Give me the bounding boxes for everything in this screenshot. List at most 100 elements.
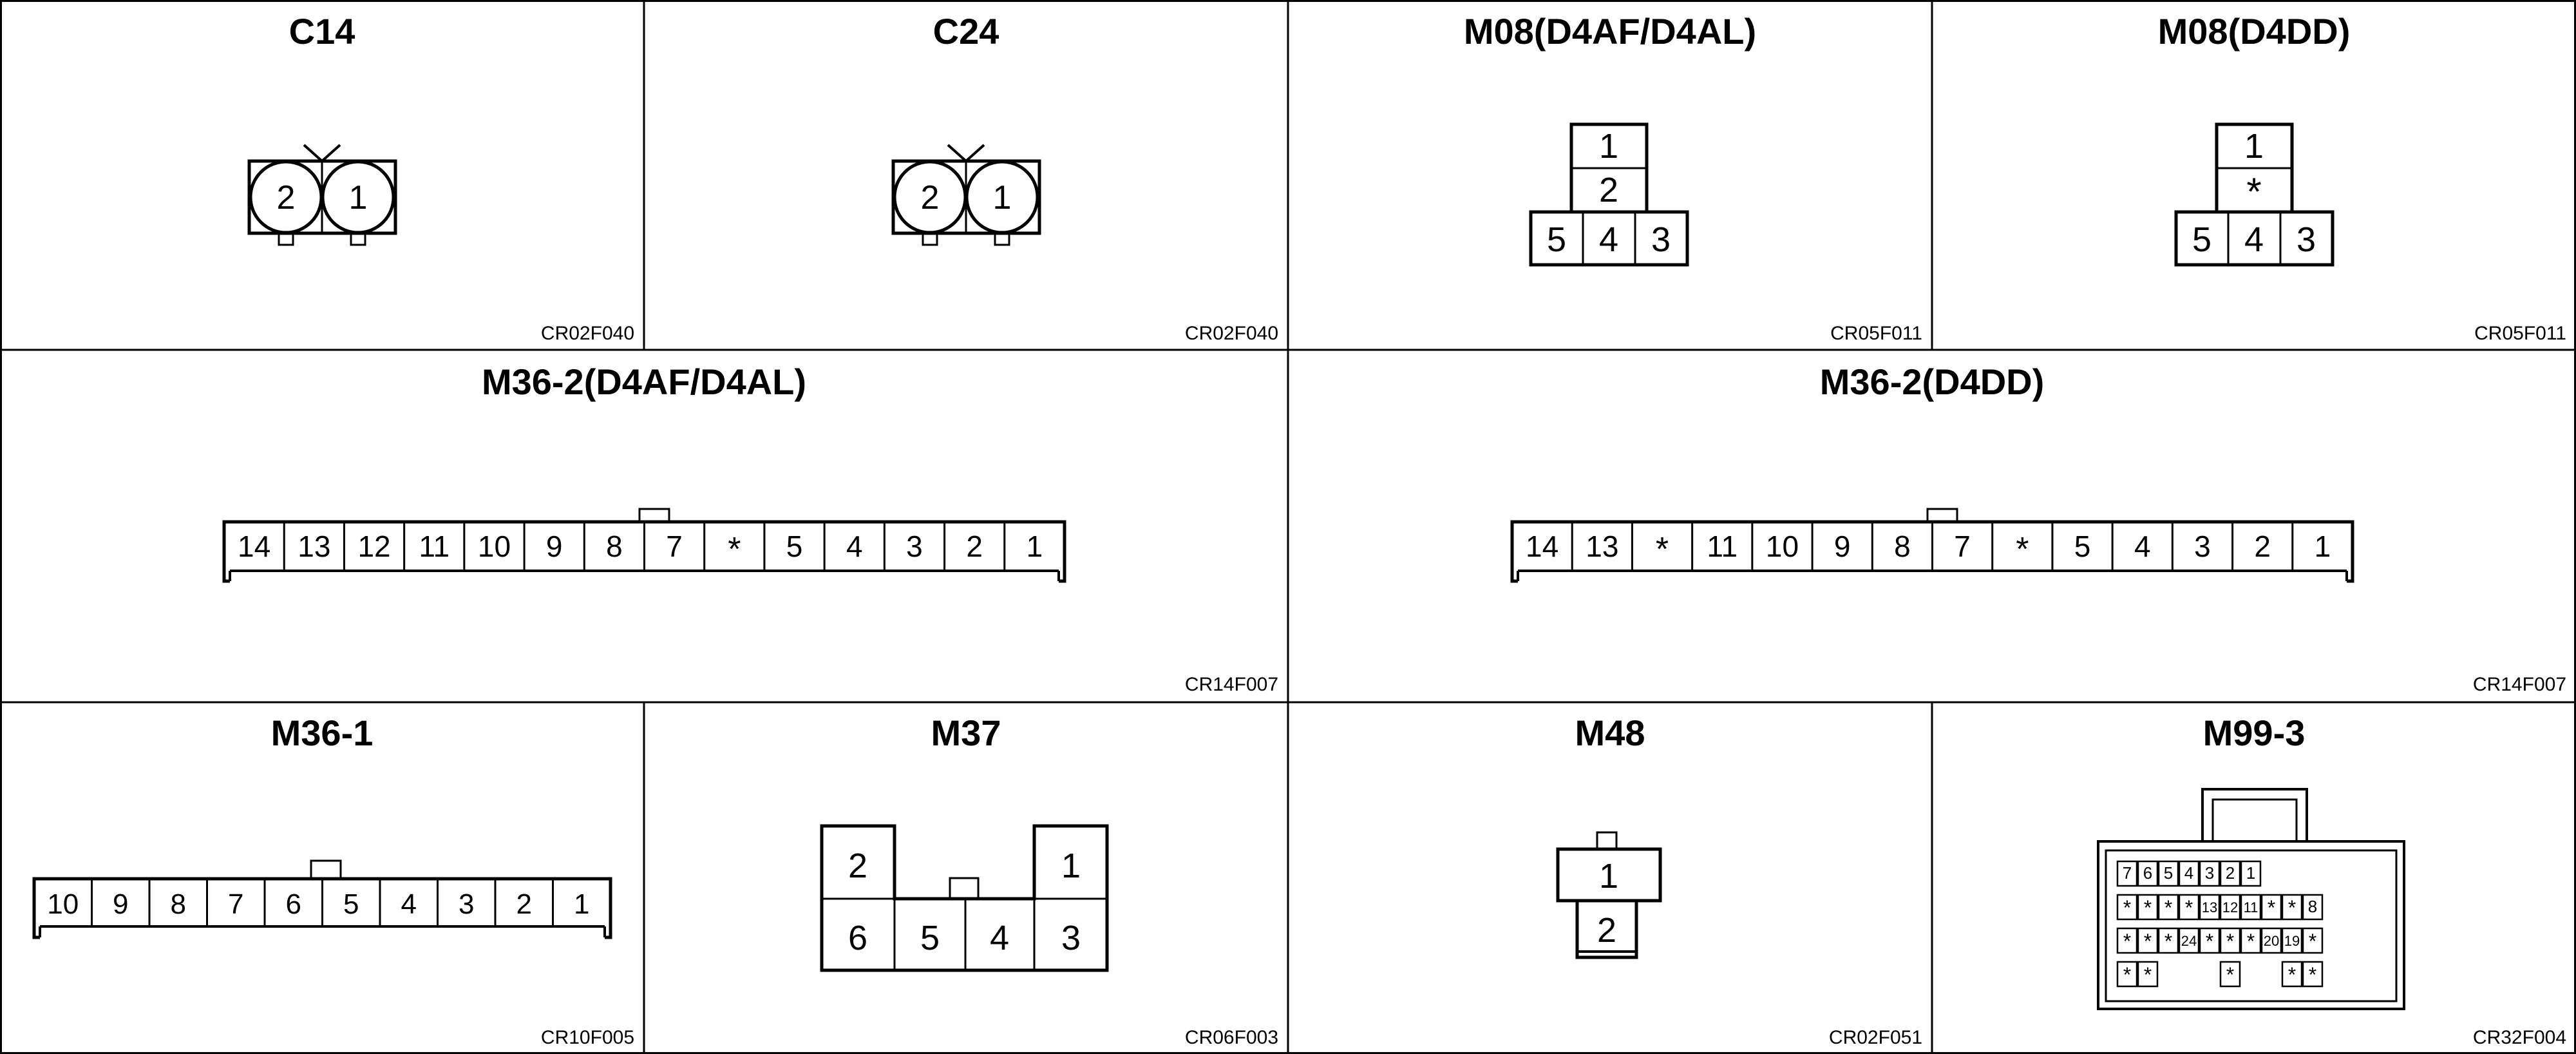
m99-3-pin: 3 [2205, 863, 2214, 883]
title-m36-2-d4dd: M36-2(D4DD) [1820, 361, 2045, 402]
pin-c24-right: 1 [993, 179, 1012, 216]
pin-m08-d4dd-b3: 3 [2297, 220, 2316, 259]
pin-m08-d4af-b3: 3 [1651, 220, 1671, 259]
m99-3-pin: 12 [2222, 899, 2238, 915]
m99-3-pin: 13 [2202, 899, 2217, 915]
title-m48: M48 [1575, 713, 1645, 753]
m36-2-d4af-pin: 11 [419, 530, 450, 563]
m36-1-pin: 4 [401, 888, 417, 920]
m99-3-pin: * [2123, 896, 2131, 919]
m36-2-d4dd-pin: * [2016, 531, 2029, 568]
title-c24: C24 [933, 11, 999, 52]
panel-labels: C14 CR02F040 C24 CR02F040 M08(D4AF/D4AL)… [271, 11, 2566, 1048]
pin-c14-right: 1 [349, 179, 368, 216]
m36-1-pin: 7 [228, 888, 243, 920]
m36-2-d4dd-pin: 7 [1954, 530, 1971, 563]
m36-2-d4dd-pin: 1 [2315, 530, 2331, 563]
m36-1-pin: 5 [343, 888, 359, 920]
m99-3-pin: * [2164, 930, 2172, 953]
m36-1-pin: 1 [574, 888, 589, 920]
pin-m08-d4af-b2: 4 [1599, 220, 1618, 259]
connector-c24: 2 1 [891, 144, 1041, 246]
m99-3-pin: 19 [2284, 933, 2300, 949]
connector-m08-d4dd: 1 * 5 4 3 [2174, 122, 2334, 267]
m36-2-d4af-pin: 10 [478, 530, 511, 563]
m36-2-d4dd-pin: 11 [1707, 530, 1738, 563]
pin-m37-b3: 4 [990, 919, 1009, 957]
pin-m37-top-left: 2 [848, 847, 867, 885]
title-m08-d4af: M08(D4AF/D4AL) [1464, 11, 1756, 52]
m36-2-d4dd-pin: * [1656, 531, 1669, 568]
m36-2-d4dd-pin: 10 [1766, 530, 1799, 563]
pin-m37-b4: 3 [1061, 919, 1081, 957]
m99-3-pin: * [2144, 963, 2152, 986]
m99-3-pin: 2 [2226, 863, 2235, 883]
connector-m37: 2 1 6 5 4 3 [820, 824, 1109, 972]
pin-m37-b1: 6 [848, 919, 867, 957]
m99-3-pin: 24 [2181, 933, 2197, 949]
m99-3-pin: * [2226, 963, 2234, 986]
title-m99-3: M99-3 [2203, 713, 2306, 753]
pin-m08-d4af-top: 1 [1599, 127, 1618, 166]
m36-2-d4dd-pin: 5 [2074, 530, 2091, 563]
title-m08-d4dd: M08(D4DD) [2158, 11, 2351, 52]
code-m08-d4dd: CR05F011 [2474, 323, 2566, 344]
m99-3-pin: * [2123, 963, 2131, 986]
pin-c14-left: 2 [277, 179, 296, 216]
title-m37: M37 [931, 713, 1001, 753]
title-c14: C14 [289, 11, 355, 52]
m36-2-d4af-pin: 3 [906, 530, 923, 563]
code-c14: CR02F040 [541, 323, 634, 344]
m99-3-pin: 11 [2244, 899, 2259, 915]
code-m08-d4af: CR05F011 [1830, 323, 1922, 344]
m99-3-pin: 4 [2184, 863, 2193, 883]
pin-m37-b2: 5 [920, 919, 940, 957]
m36-2-d4af-pin: 13 [298, 530, 330, 563]
m36-2-d4af-pin: 14 [238, 530, 270, 563]
m99-3-pin: * [2268, 896, 2275, 919]
m36-2-d4dd-pin: 9 [1834, 530, 1851, 563]
code-m36-2-d4dd: CR14F007 [2473, 674, 2566, 695]
connector-c14: 2 1 [247, 144, 397, 246]
code-m36-1: CR10F005 [541, 1027, 634, 1048]
m36-1-pin: 8 [171, 888, 186, 920]
m99-3-pin: * [2144, 896, 2152, 919]
m99-3-pin: * [2185, 896, 2193, 919]
m99-3-pin: 5 [2164, 863, 2173, 883]
pin-m08-d4af-mid: 2 [1599, 171, 1618, 209]
m36-2-d4af-pin: 9 [546, 530, 563, 563]
m99-3-pin: * [2226, 930, 2234, 953]
title-m36-2-d4af: M36-2(D4AF/D4AL) [482, 361, 806, 402]
m36-2-d4dd-pin: 3 [2194, 530, 2211, 563]
m36-2-d4dd-pin: 13 [1586, 530, 1618, 563]
m36-2-d4af-pin: 7 [666, 530, 683, 563]
code-c24: CR02F040 [1185, 323, 1278, 344]
pin-m08-d4dd-top: 1 [2244, 127, 2264, 166]
m36-1-pin: 10 [47, 888, 79, 920]
m99-3-pin: * [2309, 963, 2316, 986]
m99-3-pin: * [2288, 963, 2296, 986]
code-m99-3: CR32F004 [2473, 1027, 2566, 1048]
pin-m48-1: 1 [1599, 857, 1618, 896]
title-m36-1: M36-1 [271, 713, 374, 753]
m99-3-pin: * [2206, 930, 2213, 953]
m36-2-d4af-pin: 8 [606, 530, 623, 563]
m36-2-d4af-pin: 1 [1027, 530, 1043, 563]
m36-2-d4af-pin: 5 [786, 530, 803, 563]
m36-2-d4af-pin: 12 [357, 530, 390, 563]
code-m37: CR06F003 [1185, 1027, 1278, 1048]
m99-3-pin: * [2144, 930, 2152, 953]
m36-2-d4dd-pin: 4 [2134, 530, 2151, 563]
m36-2-d4dd-pin: 14 [1526, 530, 1558, 563]
m36-2-d4dd-pin: 2 [2254, 530, 2271, 563]
m99-3-pin: * [2123, 930, 2131, 953]
code-m48: CR02F051 [1829, 1027, 1922, 1048]
pin-m48-2: 2 [1597, 911, 1616, 950]
m99-3-pin: 6 [2143, 863, 2152, 883]
